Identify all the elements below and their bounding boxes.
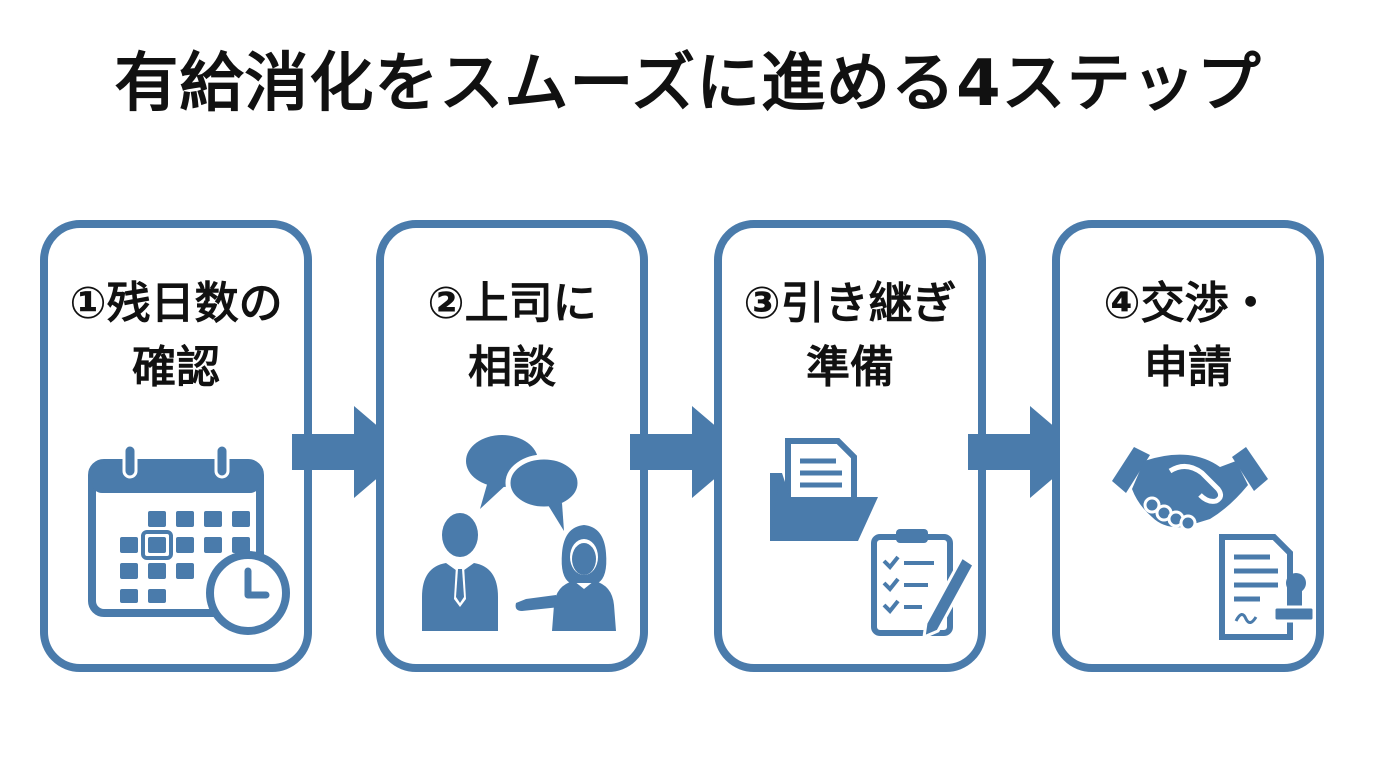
step-card-2: ②上司に 相談 [376,220,648,672]
step-label-line2: 相談 [468,342,556,393]
step-card-1: ①残日数の 確認 [40,220,312,672]
step-label-line1: ①残日数の [69,278,283,329]
folder-clipboard-icon [722,433,978,643]
step-label-3: ③引き継ぎ 準備 [722,272,978,400]
step-label-line1: ③引き継ぎ [743,278,957,329]
step-label-line1: ②上司に [427,278,597,329]
step-label-1: ①残日数の 確認 [48,272,304,400]
handshake-document-icon [1060,433,1316,643]
step-label-line2: 準備 [806,342,894,393]
calendar-clock-icon [48,433,304,643]
page-title: 有給消化をスムーズに進める4ステップ [114,47,1262,121]
step-card-3: ③引き継ぎ 準備 [714,220,986,672]
conversation-icon [384,433,640,643]
step-label-2: ②上司に 相談 [384,272,640,400]
step-label-line2: 申請 [1144,342,1232,393]
step-label-line2: 確認 [132,342,220,393]
step-label-4: ④交渉・ 申請 [1060,272,1316,400]
step-label-line1: ④交渉・ [1103,278,1273,329]
step-card-4: ④交渉・ 申請 [1052,220,1324,672]
